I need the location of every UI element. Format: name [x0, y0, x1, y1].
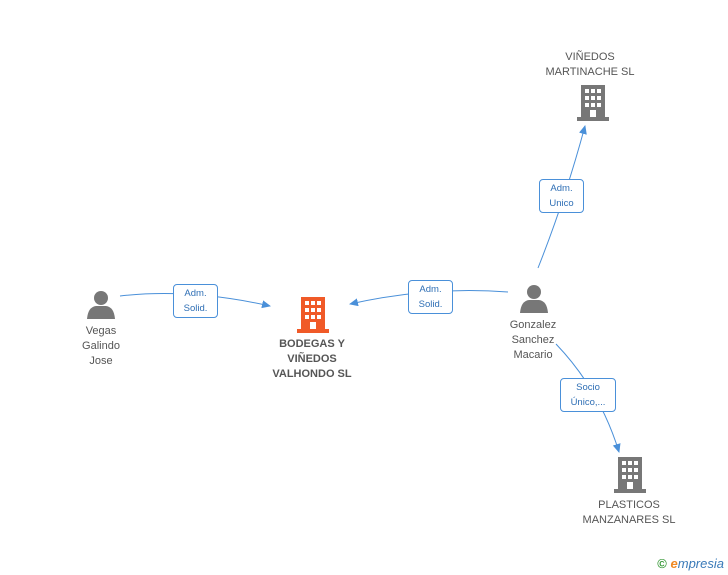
edge-label-gonzalez-bodegas: Adm. Solid.	[408, 280, 453, 314]
edge-label-gonzalez-plasticos: Socio Único,...	[560, 378, 616, 412]
person-icon	[87, 291, 115, 319]
company-label-bodegas[interactable]: BODEGAS Y VIÑEDOS VALHONDO SL	[272, 338, 352, 380]
main-company-building-icon	[297, 297, 329, 333]
company-building-icon	[577, 85, 609, 121]
logo-e: e	[670, 556, 678, 571]
logo-text: mpresia	[677, 556, 724, 571]
company-label-plasticos[interactable]: PLASTICOS MANZANARES SL	[582, 499, 676, 526]
person-label-vegas[interactable]: Vegas Galindo Jose	[82, 325, 120, 367]
edge-label-vegas-bodegas: Adm. Solid.	[173, 284, 218, 318]
copyright-symbol: ©	[657, 556, 667, 571]
empresia-logo[interactable]: © empresia	[657, 556, 724, 571]
person-icon	[520, 285, 548, 313]
person-label-gonzalez[interactable]: Gonzalez Sanchez Macario	[509, 319, 557, 361]
company-building-icon	[614, 457, 646, 493]
company-label-martinache[interactable]: VIÑEDOS MARTINACHE SL	[545, 51, 635, 78]
edge-label-gonzalez-martinache: Adm. Unico	[539, 179, 584, 213]
